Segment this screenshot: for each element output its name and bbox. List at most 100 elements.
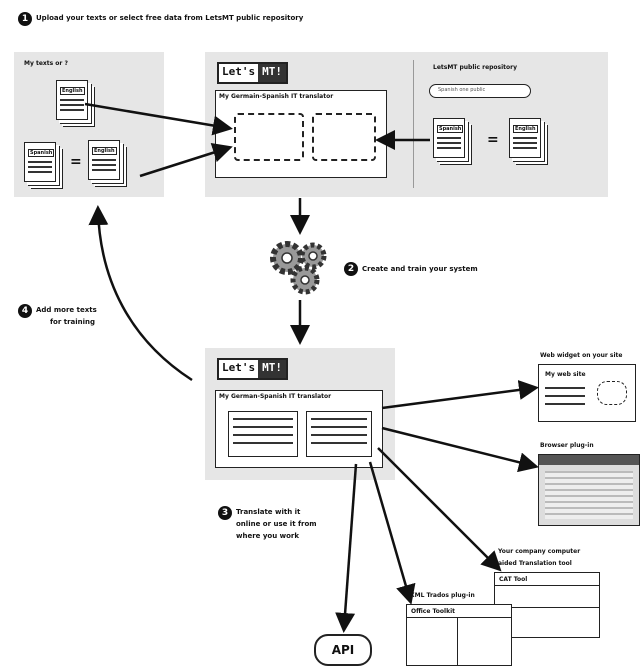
my-text-document-2[interactable]: Spanish: [24, 142, 56, 182]
window-divider: [457, 617, 458, 665]
my-text-document-3[interactable]: English: [88, 140, 120, 180]
arrow-to-web-widget: [381, 380, 539, 410]
repository-search-field[interactable]: Spanish one public: [429, 84, 531, 98]
step-2-text: Create and train your system: [362, 265, 478, 273]
document-language-label: English: [513, 125, 538, 133]
window-divider: [495, 585, 599, 586]
document-language-label: English: [60, 87, 85, 95]
letsmt-bottom-panel: Let's MT! My German-Spanish IT translato…: [205, 348, 395, 480]
web-widget-line: [545, 403, 585, 405]
target-text-pane[interactable]: [306, 411, 372, 457]
document-language-label: Spanish: [437, 125, 464, 133]
source-drop-zone[interactable]: [234, 113, 304, 161]
document-line: [28, 166, 52, 168]
document-line: [513, 147, 537, 149]
step-3-text-line-1: Translate with it: [236, 508, 301, 516]
logo-text: Let's: [222, 361, 256, 374]
office-plugin-window[interactable]: Office Toolkit: [406, 604, 512, 666]
arrow-texts-to-system-2: [139, 143, 233, 178]
logo-text: Let's: [222, 65, 256, 78]
document-line: [28, 161, 52, 163]
step-3-text-line-3: where you work: [236, 532, 300, 540]
step-1-number: 1: [18, 12, 32, 26]
repo-document-2[interactable]: English: [509, 118, 541, 158]
document-line: [92, 169, 116, 171]
letsmt-logo-bottom: Let's MT!: [217, 358, 288, 380]
pane-line: [233, 418, 293, 420]
web-widget-line: [545, 395, 585, 397]
window-divider: [495, 607, 599, 608]
pane-line: [233, 442, 293, 444]
my-text-document-1[interactable]: English: [56, 80, 88, 120]
arrow-to-office-plugin: [368, 461, 416, 605]
document-line: [513, 137, 537, 139]
equals-sign: =: [70, 154, 82, 170]
pane-line: [311, 442, 367, 444]
arrow-add-more-texts: [88, 205, 193, 382]
translation-widget-icon[interactable]: [597, 381, 627, 405]
api-cloud[interactable]: API: [314, 634, 372, 666]
step-4-text-line-1: Add more texts: [36, 306, 97, 314]
panel-divider: [413, 60, 414, 188]
web-widget-label: Web widget on your site: [540, 352, 623, 359]
browser-content: [545, 471, 633, 519]
window-divider: [407, 617, 511, 618]
letsmt-logo-top: Let's MT!: [217, 62, 288, 84]
document-line: [437, 137, 461, 139]
step-2-number: 2: [344, 262, 358, 276]
document-line: [513, 142, 537, 144]
arrow-to-translation-tool: [377, 447, 502, 572]
equals-sign: =: [487, 132, 499, 148]
web-widget-line: [545, 387, 585, 389]
step-3-text-line-2: online or use it from: [236, 520, 317, 528]
step-3-number: 3: [218, 506, 232, 520]
translation-tool-label-line-1: Your company computer: [498, 548, 581, 555]
source-text-pane[interactable]: [228, 411, 298, 457]
my-texts-label: My texts or ?: [24, 60, 68, 67]
document-line: [60, 99, 84, 101]
browser-toolbar: [539, 455, 639, 465]
translation-tool-label-line-2: aided Translation tool: [498, 560, 572, 567]
document-line: [28, 171, 52, 173]
system-box-top[interactable]: My Germain-Spanish IT translator: [215, 90, 387, 178]
system-title: My German-Spanish IT translator: [219, 393, 332, 400]
document-line: [60, 109, 84, 111]
step-4-number: 4: [18, 304, 32, 318]
pane-line: [311, 418, 367, 420]
document-language-label: English: [92, 147, 117, 155]
document-line: [60, 104, 84, 106]
api-label: API: [331, 643, 355, 657]
office-plugin-inner-label: Office Toolkit: [411, 608, 456, 615]
step-4-text-line-2: for training: [50, 318, 96, 326]
browser-plugin-window[interactable]: [538, 454, 640, 526]
document-line: [437, 147, 461, 149]
arrow-to-browser-plugin: [381, 426, 539, 473]
browser-plugin-label: Browser plug-in: [540, 442, 594, 449]
letsmt-top-panel: Let's MT! My Germain-Spanish IT translat…: [205, 52, 608, 197]
repository-search-text: Spanish one public: [438, 87, 486, 93]
web-widget-inner-label: My web site: [545, 371, 586, 378]
document-line: [92, 159, 116, 161]
pane-line: [233, 434, 293, 436]
pane-line: [233, 426, 293, 428]
document-line: [437, 142, 461, 144]
document-line: [92, 164, 116, 166]
translation-tool-inner-label: CAT Tool: [499, 576, 528, 583]
system-title: My Germain-Spanish IT translator: [219, 93, 334, 100]
system-box-bottom[interactable]: My German-Spanish IT translator: [215, 390, 383, 468]
logo-text-highlight: MT!: [258, 360, 286, 378]
office-plugin-label: XML Trados plug-in: [410, 592, 475, 599]
my-texts-panel: My texts or ? English Spanish = English: [14, 52, 164, 197]
arrow-to-api: [335, 463, 358, 633]
repo-document-1[interactable]: Spanish: [433, 118, 465, 158]
public-repository-label: LetsMT public repository: [433, 64, 518, 71]
target-drop-zone[interactable]: [312, 113, 376, 161]
step-1-text: Upload your texts or select free data fr…: [36, 14, 304, 22]
document-language-label: Spanish: [28, 149, 55, 157]
web-widget-window[interactable]: My web site: [538, 364, 636, 422]
logo-text-highlight: MT!: [258, 64, 286, 82]
gears-icon: [270, 241, 327, 295]
pane-line: [311, 434, 367, 436]
pane-line: [311, 426, 367, 428]
